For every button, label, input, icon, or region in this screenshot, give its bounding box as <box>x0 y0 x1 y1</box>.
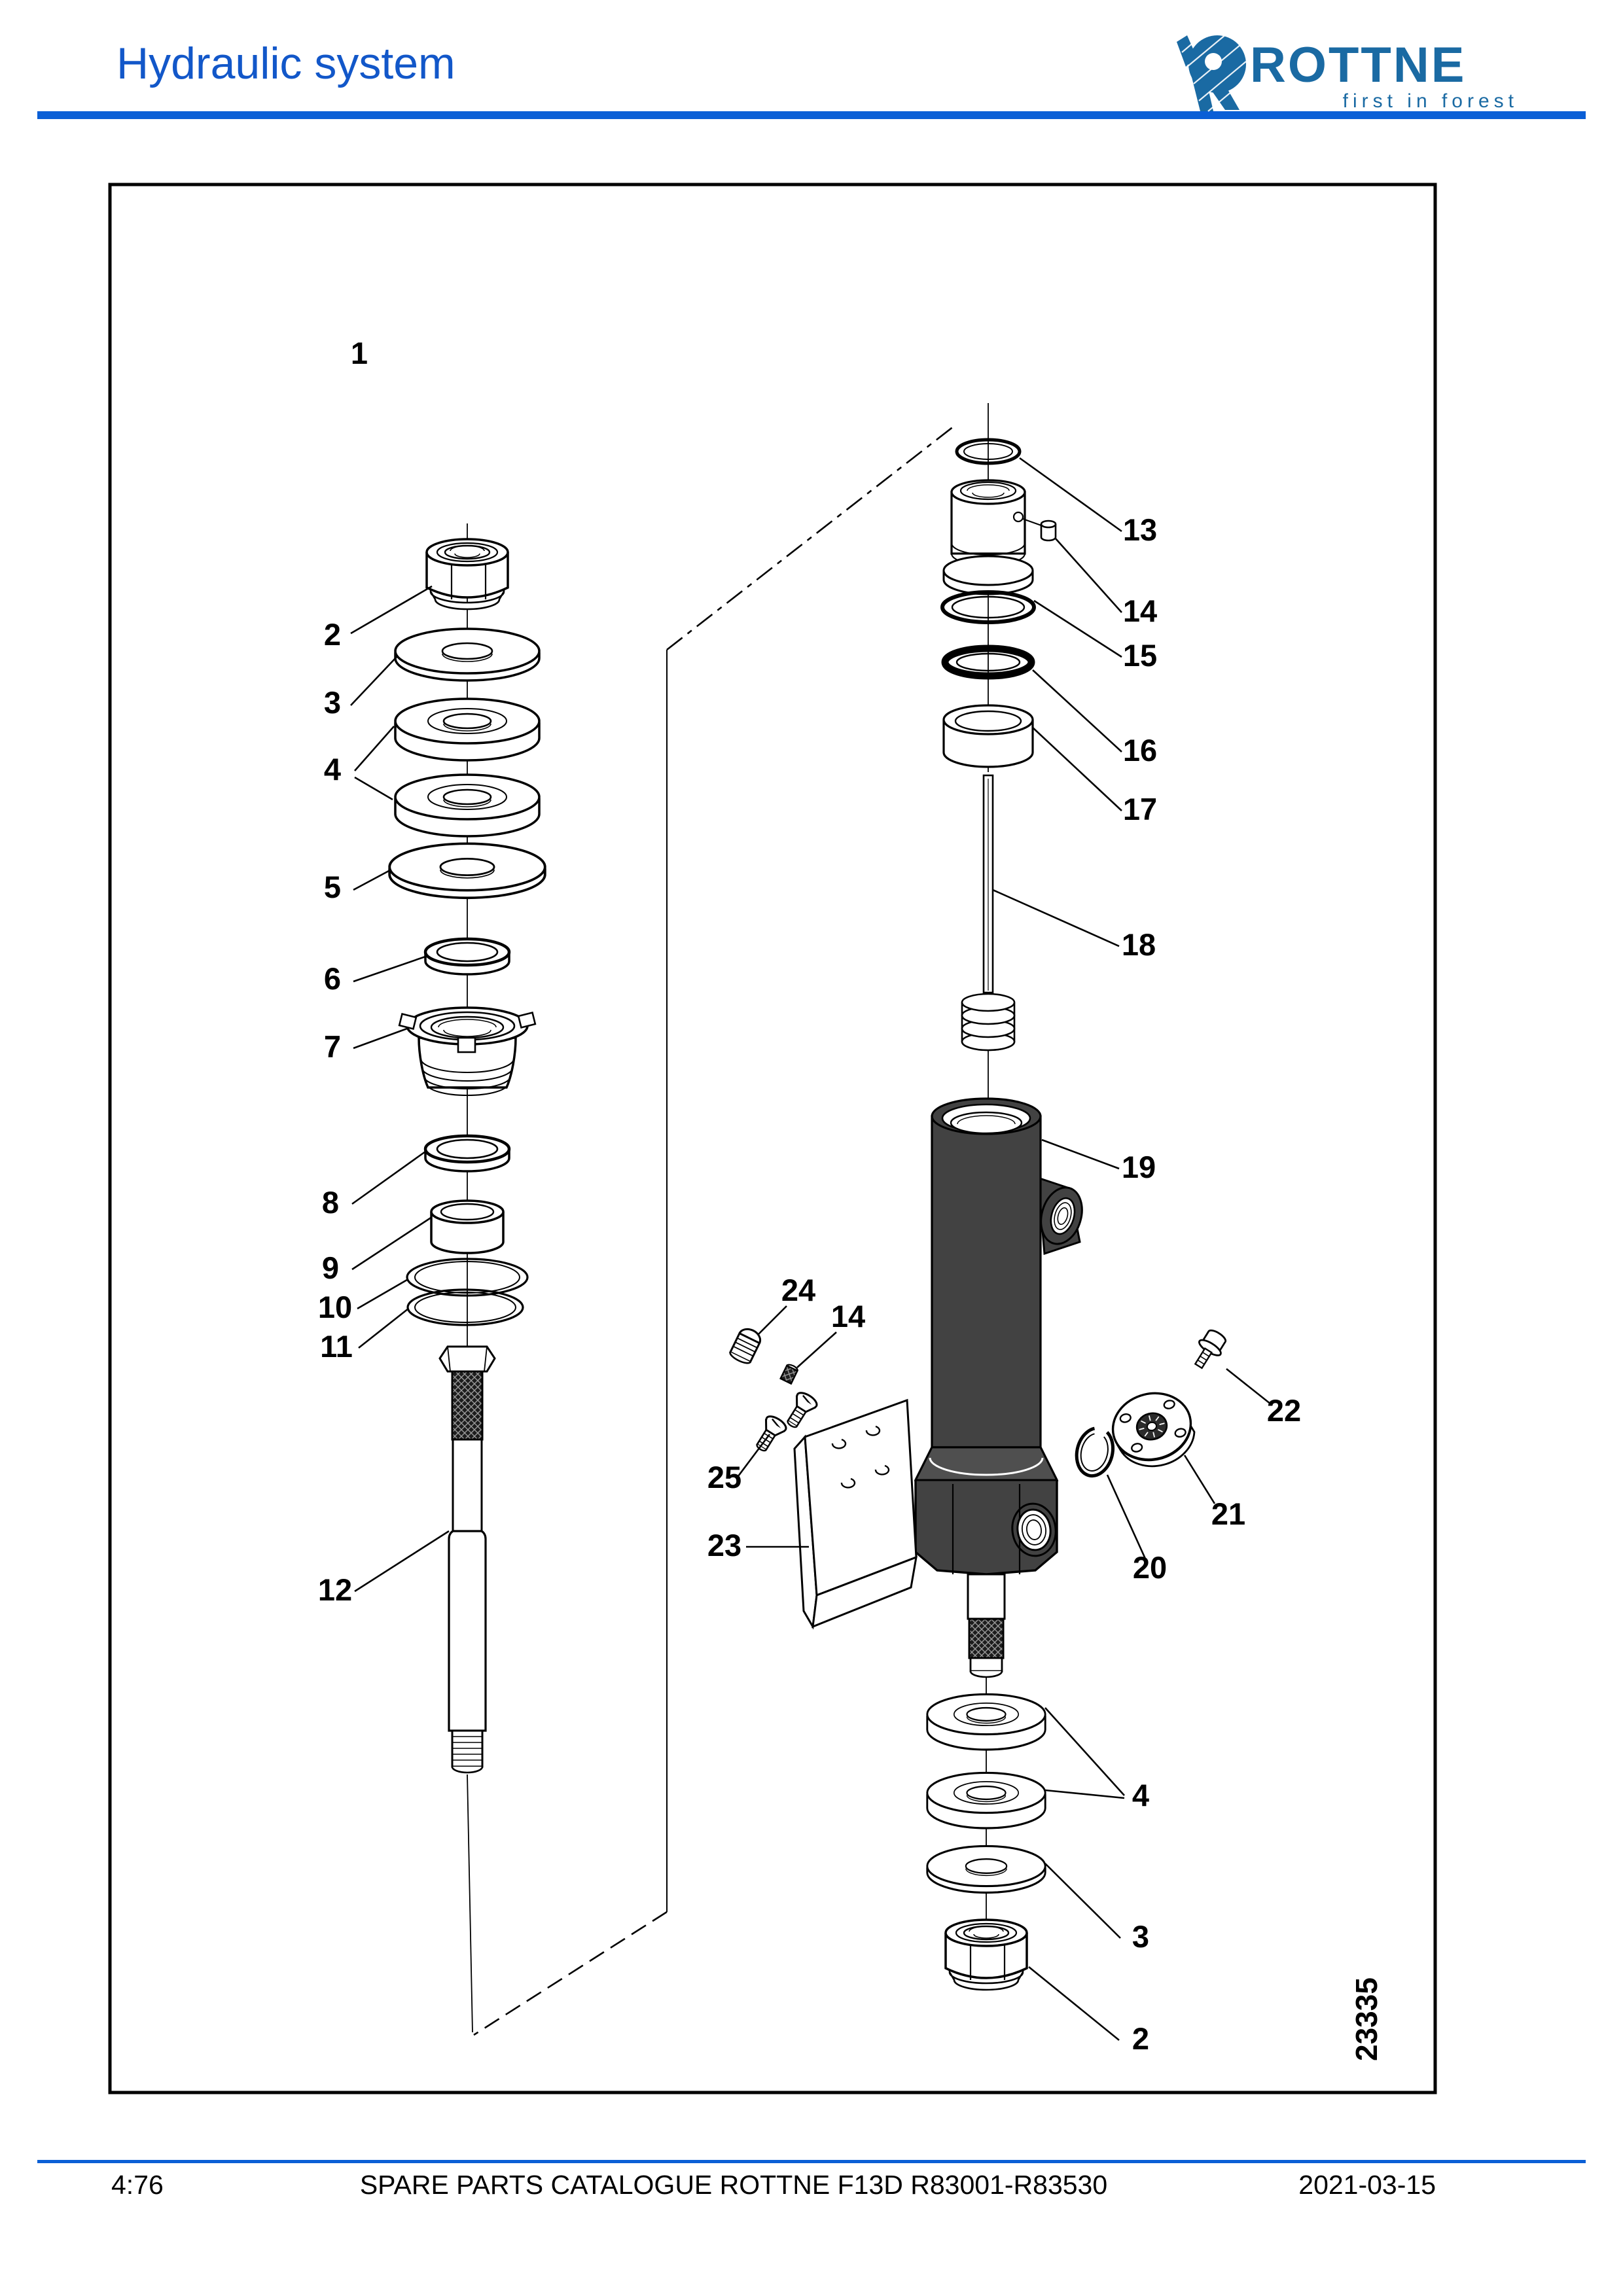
callout-22: 22 <box>1267 1393 1301 1428</box>
callout-17: 17 <box>1123 792 1157 826</box>
part-12-piston-rod <box>438 1345 496 1774</box>
callout-2b: 2 <box>1132 2021 1149 2056</box>
callout-2: 2 <box>324 617 341 652</box>
part-5-washer <box>388 842 546 900</box>
callout-7: 7 <box>324 1029 341 1064</box>
piston-head <box>942 479 1034 595</box>
callout-18: 18 <box>1122 927 1156 962</box>
callout-19: 19 <box>1122 1150 1156 1184</box>
rottne-logo: ROTTNE first in forest <box>1170 29 1524 118</box>
callout-4b: 4 <box>1132 1778 1149 1812</box>
footer-rule <box>37 2160 1586 2163</box>
callout-23: 23 <box>707 1528 741 1563</box>
part-2-locknut-bottom <box>944 1918 1028 1991</box>
part-14-set-screw-top <box>1022 518 1057 542</box>
callout-3: 3 <box>324 685 341 720</box>
part-6-seal-ring <box>425 939 509 974</box>
logo-tagline: first in forest <box>1342 90 1518 112</box>
rottne-logo-mark <box>1177 29 1248 112</box>
part-14-set-screw-mid <box>779 1364 799 1385</box>
cylinder-end-block <box>914 1446 1059 1576</box>
callout-16: 16 <box>1123 733 1157 768</box>
callout-4: 4 <box>324 752 341 786</box>
page-title: Hydraulic system <box>116 39 455 88</box>
callout-14: 14 <box>1123 593 1157 628</box>
callout-5: 5 <box>324 870 341 904</box>
callout-20: 20 <box>1133 1550 1167 1585</box>
footer-page-number: 4:76 <box>111 2170 164 2200</box>
part-23-bracket <box>793 1398 918 1630</box>
callout-10: 10 <box>318 1290 352 1324</box>
header-rule <box>37 111 1586 119</box>
part-20-snap-ring <box>1075 1426 1115 1478</box>
part-3-washer-top <box>394 627 541 682</box>
part-15-piston-ring <box>940 590 1036 624</box>
callout-14b: 14 <box>831 1299 865 1333</box>
part-4-rubber-washer-a <box>394 698 541 762</box>
footer-date: 2021-03-15 <box>1298 2170 1436 2200</box>
part-19-cylinder-body <box>914 1097 1083 1678</box>
part-11-o-ring <box>406 1288 524 1326</box>
cylinder-side-port <box>1040 1186 1083 1245</box>
callout-11: 11 <box>320 1329 353 1364</box>
logo-r-icon <box>1177 29 1248 112</box>
group-boundary-bottom <box>473 1911 668 2036</box>
part-8-seal-ring <box>425 1136 509 1171</box>
part-22-bolt <box>1194 1329 1227 1369</box>
part-3-washer-bottom <box>926 1845 1046 1894</box>
callout-21: 21 <box>1211 1496 1245 1531</box>
part-4-rubber-washer-d <box>926 1771 1046 1829</box>
group-boundary-top <box>666 423 957 651</box>
callout-12: 12 <box>318 1572 352 1607</box>
part-21-flange <box>1111 1392 1196 1468</box>
callout-6: 6 <box>324 961 341 996</box>
cylinder-bottom-stud <box>967 1573 1006 1678</box>
drawing-number: 23335 <box>1349 1977 1383 2061</box>
part-17-support-ring <box>942 704 1034 768</box>
callout-1: 1 <box>351 336 368 370</box>
figure-frame <box>108 183 1437 2094</box>
centerlines <box>467 403 989 2033</box>
callout-8: 8 <box>322 1185 339 1220</box>
callout-15: 15 <box>1123 638 1157 673</box>
block-port <box>1011 1502 1057 1557</box>
callout-24: 24 <box>781 1273 815 1307</box>
callout-25: 25 <box>707 1460 741 1494</box>
part-4-rubber-washer-c <box>926 1693 1046 1751</box>
part-18-cushion-rod <box>961 774 1016 1051</box>
part-4-rubber-washer-b <box>394 773 541 838</box>
part-24-plug <box>728 1328 762 1364</box>
footer-catalogue-title: SPARE PARTS CATALOGUE ROTTNE F13D R83001… <box>359 2170 1108 2200</box>
logo-name: ROTTNE <box>1250 37 1467 93</box>
part-16-seal-ring <box>941 645 1035 680</box>
part-25-screw-a <box>780 1388 821 1433</box>
callout-9: 9 <box>322 1250 339 1285</box>
callout-13: 13 <box>1123 512 1157 547</box>
leader-lines <box>350 457 1272 2041</box>
part-7-gland-nut <box>398 1006 537 1096</box>
part-9-bushing <box>430 1199 505 1254</box>
part-13-o-ring <box>955 438 1022 465</box>
callout-3b: 3 <box>1132 1919 1149 1954</box>
